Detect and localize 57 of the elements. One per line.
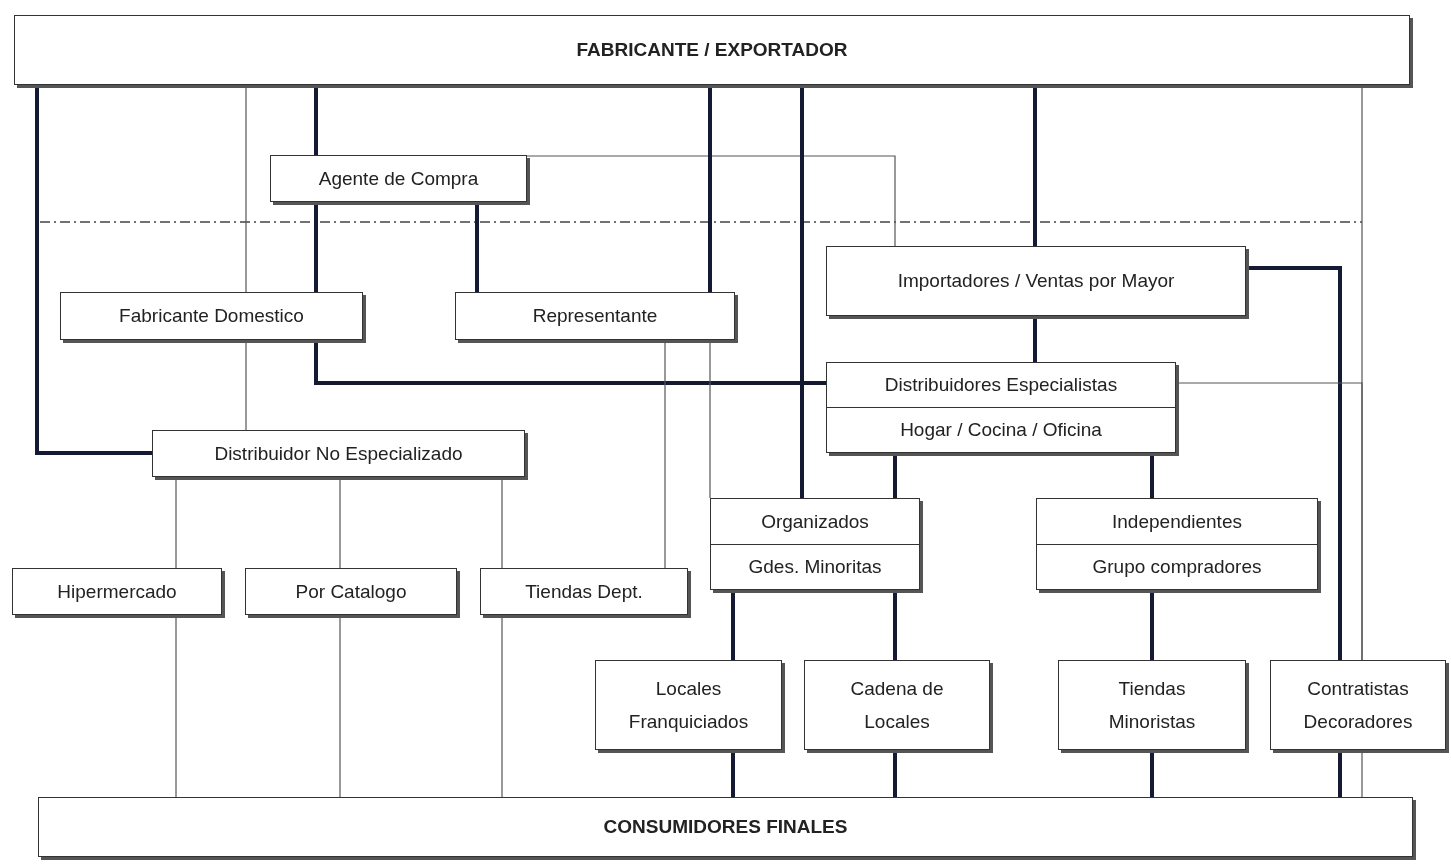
box-label: Por Catalogo (295, 579, 407, 604)
connector-line (314, 85, 318, 155)
box-label: Hipermercado (57, 579, 177, 604)
process-box (480, 568, 688, 615)
connector-line (731, 590, 735, 660)
connector-line (1150, 750, 1154, 797)
box-label: Independientes (1112, 509, 1242, 534)
box-label: FABRICANTE / EXPORTADOR (576, 38, 848, 63)
box-label: Agente de Compra (318, 166, 479, 191)
box-label: Distribuidor No Especializado (214, 441, 463, 466)
connector-line (475, 202, 479, 292)
connector-line (1033, 316, 1037, 362)
connector-line (526, 155, 896, 247)
box-label: Grupo compradores (1092, 555, 1262, 580)
process-box (1058, 660, 1246, 750)
box-label: CONSUMIDORES FINALES (603, 815, 848, 840)
process-box (38, 797, 1413, 857)
process-box (152, 430, 525, 477)
connector-line (1150, 453, 1154, 498)
connector-line (314, 202, 318, 292)
connector-line (35, 85, 152, 455)
process-box (270, 155, 527, 202)
connector-line (731, 750, 735, 797)
box-label: Gdes. Minoritas (748, 555, 882, 580)
box-label: Distribuidores Especialistas (884, 373, 1118, 398)
process-box (1270, 660, 1446, 750)
connector-line (314, 340, 826, 385)
box-label: Importadores / Ventas por Mayor (897, 269, 1175, 294)
box-label: Organizados (761, 509, 869, 534)
process-box (826, 362, 1176, 453)
process-box (12, 568, 222, 615)
connector-line (708, 85, 712, 292)
box-label: Tiendas Dept. (525, 579, 643, 604)
process-box (245, 568, 457, 615)
process-box (60, 292, 363, 340)
process-box (14, 15, 1410, 85)
process-box (710, 498, 920, 590)
process-box (595, 660, 782, 750)
connector-line (1246, 266, 1342, 660)
process-box (826, 246, 1246, 316)
connector-line (893, 750, 897, 797)
box-label: Contratistas Decoradores (1302, 676, 1414, 734)
connector-line (893, 453, 897, 498)
connector-line (1338, 750, 1342, 797)
box-label: Cadena de Locales (849, 676, 945, 734)
connector-line (893, 590, 897, 660)
connector-line (800, 85, 804, 498)
process-box (455, 292, 735, 340)
process-box (1036, 498, 1318, 590)
box-label: Fabricante Domestico (119, 304, 304, 329)
connector-line (1150, 590, 1154, 660)
box-label: Tiendas Minoristas (1107, 676, 1197, 734)
box-label: Locales Franquiciados (627, 676, 750, 734)
box-label: Hogar / Cocina / Oficina (900, 418, 1102, 443)
process-box (804, 660, 990, 750)
connector-line (1033, 85, 1037, 246)
box-label: Representante (532, 304, 658, 329)
